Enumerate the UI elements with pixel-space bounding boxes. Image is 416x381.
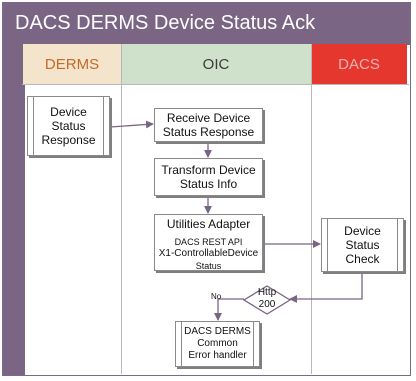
node-line: Check bbox=[345, 252, 380, 266]
edge-label-no: No bbox=[211, 292, 222, 301]
lane-header-dacs: DACS bbox=[311, 44, 407, 84]
title-bar: DACS DERMS Device Status Ack bbox=[3, 3, 410, 45]
node-line: DACS DERMS bbox=[184, 326, 251, 337]
node-line: Status Info bbox=[179, 177, 238, 191]
node-line: Status bbox=[195, 261, 222, 271]
node-line: Device bbox=[344, 224, 381, 238]
lane-divider-derms-oic bbox=[121, 44, 122, 374]
node-line: Device bbox=[50, 105, 87, 119]
node-title: Utilities Adapter bbox=[166, 217, 251, 231]
diagram-title: DACS DERMS Device Status Ack bbox=[15, 12, 316, 34]
http-decision-label: Http 200 bbox=[250, 287, 284, 311]
lane-header-divider bbox=[22, 84, 409, 85]
node-line: Response bbox=[41, 133, 96, 147]
node-line: Common bbox=[197, 338, 238, 349]
node-line: Error handler bbox=[188, 350, 247, 361]
pool-side-strip bbox=[3, 45, 25, 375]
node-line: X1-ControllableDevice bbox=[158, 248, 259, 259]
error-handler-node: DACS DERMS Common Error handler bbox=[175, 321, 260, 367]
node-line: Status bbox=[51, 119, 86, 133]
node-line: Status Response bbox=[162, 125, 255, 139]
node-line: Transform Device bbox=[161, 163, 256, 177]
utilities-adapter-node: Utilities Adapter DACS REST API X1-Contr… bbox=[154, 214, 263, 271]
transform-device-status-node: Transform Device Status Info bbox=[154, 158, 263, 196]
lane-header-oic: OIC bbox=[121, 44, 311, 84]
node-line: Status bbox=[345, 238, 380, 252]
decision-line: 200 bbox=[258, 299, 276, 310]
device-status-response-node: Device Status Response bbox=[27, 96, 110, 156]
receive-device-status-node: Receive Device Status Response bbox=[154, 108, 263, 142]
lane-header-derms: DERMS bbox=[23, 44, 121, 84]
node-line: Receive Device bbox=[166, 111, 251, 125]
decision-line: Http bbox=[257, 287, 277, 298]
device-status-check-node: Device Status Check bbox=[321, 218, 404, 272]
node-line: DACS REST API bbox=[174, 237, 243, 247]
lane-divider-oic-dacs bbox=[311, 44, 312, 374]
